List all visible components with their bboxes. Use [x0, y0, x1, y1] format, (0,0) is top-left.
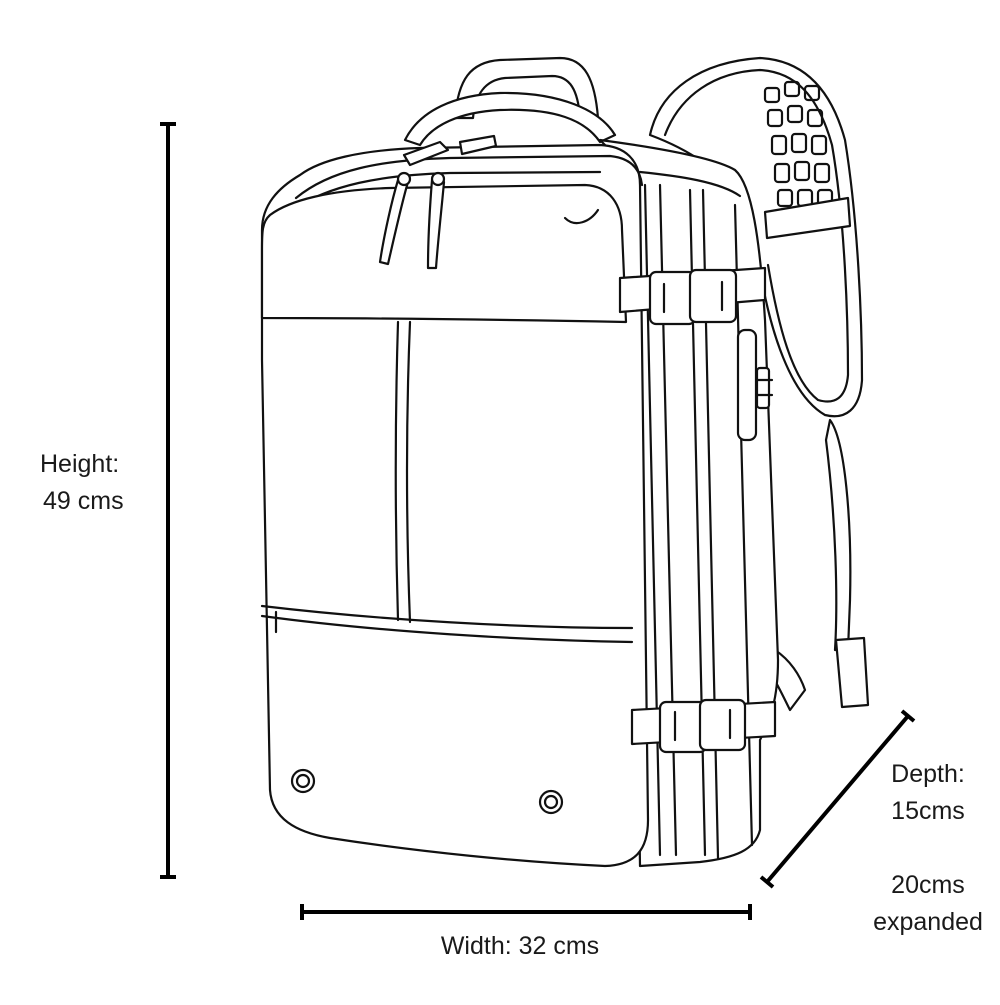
- depth-dimension-line: [759, 709, 916, 889]
- width-label: Width: 32 cms: [400, 928, 640, 965]
- depth-label-value: 15cms: [891, 797, 965, 825]
- width-label-text: Width: 32 cms: [440, 932, 600, 960]
- height-dimension-line: [160, 122, 176, 879]
- compression-strap-top: [618, 266, 767, 326]
- top-handle: [403, 56, 617, 147]
- height-label-value: 49 cms: [43, 487, 124, 515]
- zipper-pulls: [378, 134, 498, 270]
- backpack-body: [260, 143, 650, 868]
- height-label-title: Height:: [40, 450, 120, 478]
- width-dimension-line: [300, 904, 752, 920]
- depth-expanded-label: expanded: [873, 908, 983, 936]
- compression-strap-bottom: [630, 698, 777, 754]
- depth-label: Depth: 15cms 20cms expanded: [858, 756, 998, 941]
- depth-expanded-value: 20cms: [891, 871, 965, 899]
- height-label: Height: 49 cms: [40, 446, 124, 520]
- depth-label-title: Depth:: [891, 760, 965, 788]
